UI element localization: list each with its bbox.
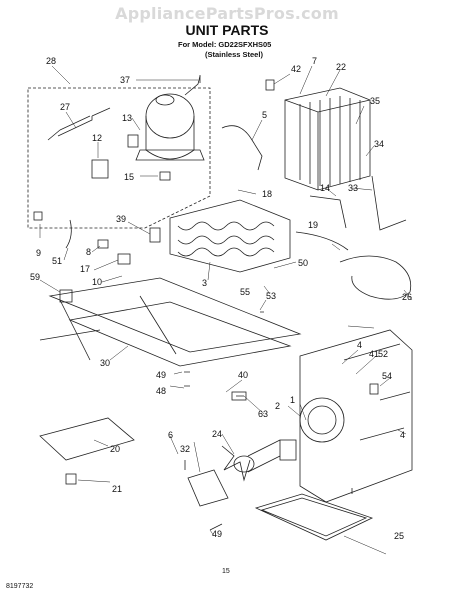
callout-19: 19: [308, 220, 319, 230]
capacitor-tube: [47, 107, 111, 141]
wire-harness: [339, 255, 412, 300]
fitting-8: [97, 239, 109, 249]
callout-49-bottom: 49: [212, 529, 223, 539]
small-part-15: [159, 171, 171, 181]
fitting-59: [59, 289, 73, 303]
callout-6: 6: [168, 430, 174, 440]
tube-14: [309, 195, 347, 229]
callout-55: 55: [240, 287, 251, 297]
fitting-39: [149, 227, 161, 243]
callout-48: 48: [156, 386, 167, 396]
base-frame: [39, 277, 302, 367]
callout-25: 25: [394, 531, 405, 541]
callout-14: 14: [320, 183, 331, 193]
relay-part: [127, 134, 139, 148]
tube-51: [65, 219, 72, 249]
callout-37: 37: [120, 75, 131, 85]
callout-4: 4: [357, 340, 363, 350]
callout-39: 39: [116, 214, 127, 224]
callout-51: 51: [52, 256, 63, 266]
fan-motor: [221, 439, 297, 482]
callout-54: 54: [382, 371, 393, 381]
callout-9: 9: [36, 248, 42, 258]
cover-20: [39, 417, 135, 461]
callout-26: 26: [402, 292, 413, 302]
callout-30: 30: [100, 358, 111, 368]
callout-33: 33: [348, 183, 359, 193]
page-title: UNIT PARTS: [185, 22, 269, 38]
drain-pan: [254, 493, 374, 541]
evaporator-coil: [169, 199, 291, 273]
fitting-54: [369, 383, 379, 395]
callout-18: 18: [262, 189, 273, 199]
watermark: AppliancePartsPros.com: [115, 4, 339, 23]
fitting-42: [265, 79, 275, 91]
model-line: For Model: GD22SFXHS05: [178, 40, 272, 49]
document-number: 8197732: [6, 583, 34, 590]
callout-10: 10: [92, 277, 103, 287]
callout-22: 22: [336, 62, 347, 72]
callout-24: 24: [212, 429, 223, 439]
callout-41: 41: [369, 349, 380, 359]
callout-40: 40: [238, 370, 249, 380]
callout-50: 50: [298, 258, 309, 268]
overload-part: [91, 159, 109, 179]
variant-line: (Stainless Steel): [205, 50, 263, 59]
callout-34: 34: [374, 139, 385, 149]
fitting-9: [33, 211, 43, 221]
callout-13: 13: [122, 113, 133, 123]
callout-27: 27: [60, 102, 71, 112]
condenser-coil: [284, 87, 371, 191]
callout-4-right: 4: [400, 430, 406, 440]
bracket-32: [187, 469, 229, 507]
tube-19: [295, 231, 349, 251]
callout-20: 20: [110, 444, 121, 454]
screw-parts: [184, 75, 353, 531]
fitting-17: [117, 253, 131, 265]
callout-8: 8: [86, 247, 92, 257]
leader-lines: [39, 65, 413, 555]
callout-1: 1: [290, 395, 296, 405]
tube-33: [371, 175, 407, 231]
fan-shroud: [299, 329, 413, 503]
callout-21: 21: [112, 484, 123, 494]
compressor-group-box: [27, 87, 211, 229]
callout-63: 63: [258, 409, 269, 419]
compressor: [135, 75, 205, 161]
callout-12: 12: [92, 133, 103, 143]
fitting-63: [231, 391, 247, 401]
callout-52: 52: [378, 349, 389, 359]
callout-17: 17: [80, 264, 91, 274]
callout-59: 59: [30, 272, 41, 282]
page-number: 15: [222, 568, 230, 575]
grommet-21: [65, 473, 77, 485]
callout-53: 53: [266, 291, 277, 301]
callout-7: 7: [312, 56, 318, 66]
callout-2: 2: [275, 401, 281, 411]
callout-32: 32: [180, 444, 191, 454]
callout-42: 42: [291, 64, 302, 74]
callout-15: 15: [124, 172, 135, 182]
callout-35: 35: [370, 96, 381, 106]
callout-28: 28: [46, 56, 57, 66]
callout-3: 3: [202, 278, 208, 288]
callout-5: 5: [262, 110, 268, 120]
callout-49-top: 49: [156, 370, 167, 380]
